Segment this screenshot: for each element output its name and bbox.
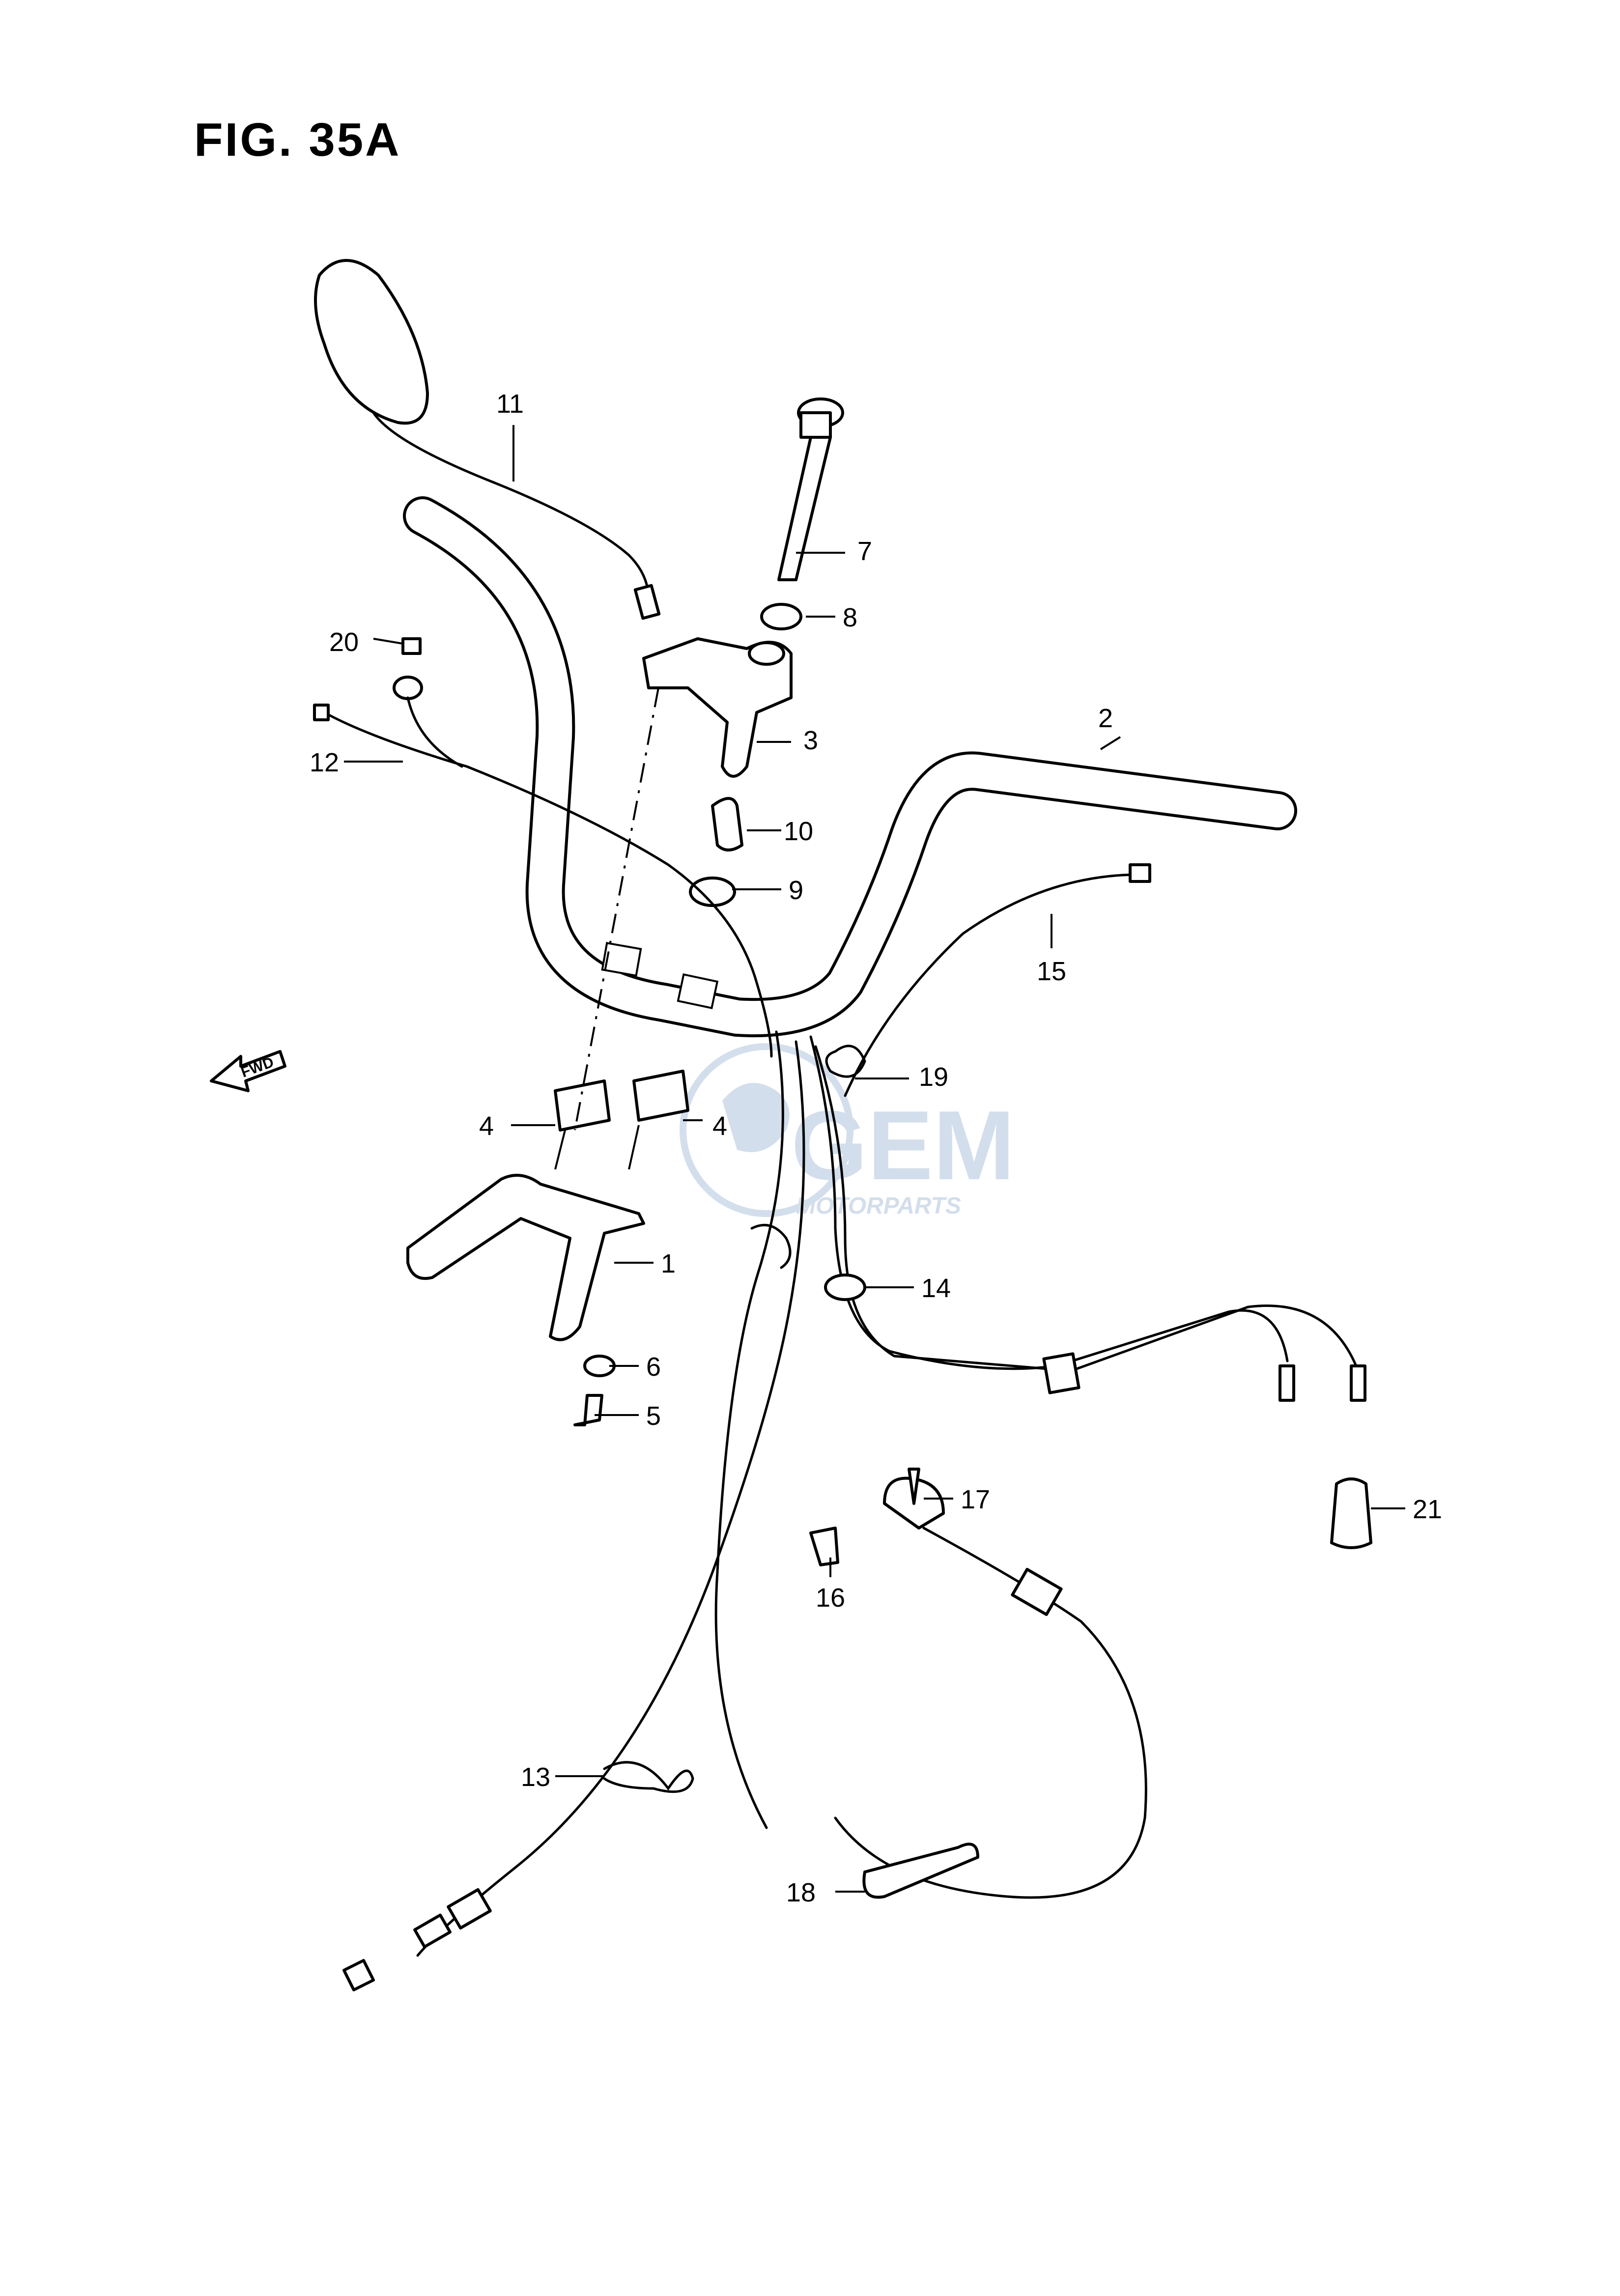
callout-4b: 4	[712, 1111, 727, 1141]
watermark-sub: MOTORPARTS	[796, 1193, 961, 1219]
callout-5: 5	[646, 1401, 661, 1431]
cable-adjuster	[342, 1888, 492, 1991]
callout-9: 9	[789, 876, 803, 905]
callout-17: 17	[961, 1485, 990, 1514]
figure-title: FIG. 35A	[194, 113, 401, 166]
callout-4a: 4	[479, 1111, 494, 1141]
callout-12: 12	[310, 748, 339, 777]
cable-clip-14	[824, 1274, 866, 1301]
callout-10: 10	[784, 817, 813, 846]
fwd-arrow-icon: FWD	[210, 1050, 286, 1092]
callout-8: 8	[843, 603, 857, 632]
callout-21: 21	[1413, 1495, 1442, 1524]
lower-holder-left	[554, 1079, 611, 1132]
callout-6: 6	[646, 1352, 661, 1382]
callout-13: 13	[521, 1762, 550, 1792]
clamp-bolt	[809, 1527, 839, 1566]
cable-guide	[862, 1842, 979, 1899]
callout-3: 3	[803, 726, 818, 755]
callout-14: 14	[921, 1274, 951, 1303]
callout-19: 19	[919, 1062, 948, 1092]
callout-15: 15	[1037, 957, 1066, 986]
callout-7: 7	[857, 537, 872, 566]
cable-end-left	[1279, 1364, 1295, 1402]
callout-20: 20	[329, 627, 359, 657]
cable-clip-19	[825, 1045, 866, 1078]
watermark: GEM MOTORPARTS	[680, 1043, 1015, 1219]
bracket	[406, 1174, 645, 1341]
leader-lines	[344, 425, 1405, 1893]
throttle-cables	[416, 1030, 1358, 1957]
bolt	[777, 397, 844, 581]
clamp-pin	[908, 1468, 920, 1505]
clutch-cable	[313, 637, 773, 1058]
callouts: 11 7 8 20 3 2 12 10 9 15 19 4 4 1 14 6 5…	[310, 389, 1442, 1907]
callout-1: 1	[661, 1249, 676, 1278]
cushion-washer	[689, 877, 736, 907]
watermark-globe-icon	[680, 1043, 853, 1217]
brake-cable	[844, 873, 1141, 1097]
alignment-line	[574, 687, 659, 1131]
callout-18: 18	[786, 1878, 816, 1907]
speedometer-cable	[834, 1527, 1147, 1899]
handlebar	[403, 496, 1297, 1038]
washer	[760, 603, 802, 630]
cable-end-right	[1350, 1364, 1366, 1402]
callout-16: 16	[816, 1583, 845, 1613]
watermark-brand: GEM	[791, 1091, 1015, 1200]
callout-2: 2	[1098, 704, 1113, 733]
cushion	[711, 797, 743, 851]
cable-clip-13	[603, 1761, 694, 1793]
mirror	[314, 259, 661, 620]
callout-11: 11	[496, 389, 524, 419]
cable-boot	[1330, 1477, 1372, 1549]
lower-holder-right	[632, 1070, 689, 1122]
bracket-bolt	[573, 1394, 603, 1426]
